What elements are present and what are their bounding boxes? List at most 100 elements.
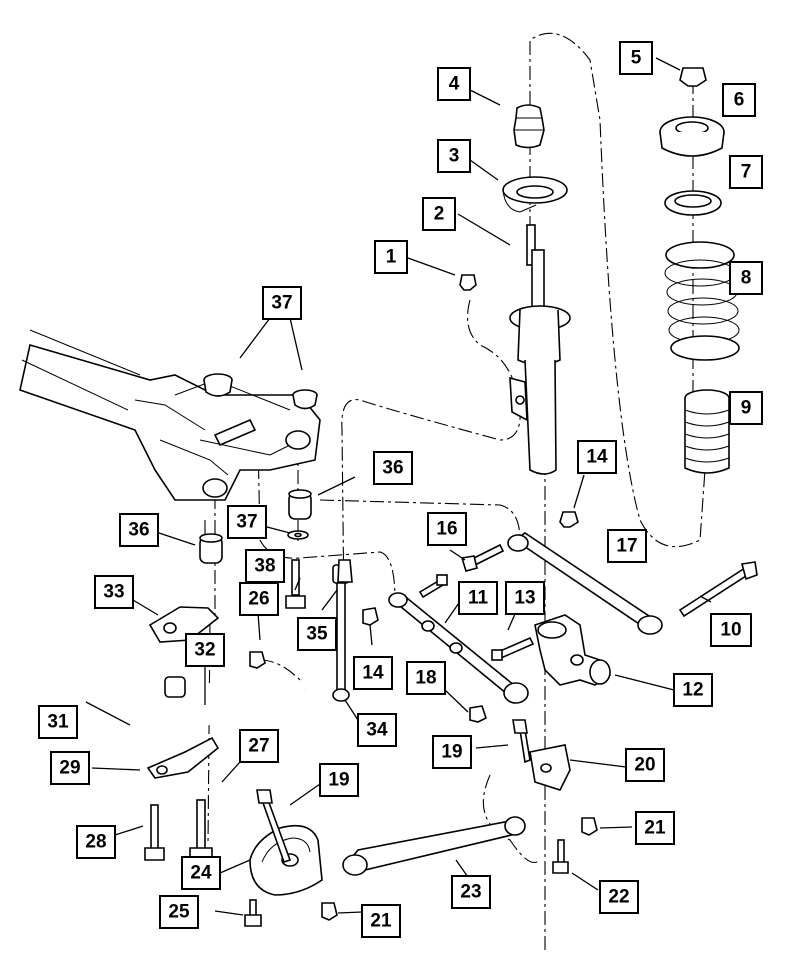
callout-32: 32 bbox=[185, 633, 225, 667]
bolt-13 bbox=[491, 636, 535, 661]
callout-10-label: 10 bbox=[720, 620, 741, 641]
callout-5-label: 5 bbox=[631, 48, 642, 69]
bolt-38 bbox=[285, 559, 306, 609]
callout-7: 7 bbox=[729, 155, 763, 189]
callout-36-right: 36 bbox=[373, 451, 413, 485]
callout-13: 13 bbox=[505, 581, 545, 615]
callout-5: 5 bbox=[619, 41, 653, 75]
callout-14-lower: 14 bbox=[353, 656, 393, 690]
isolator-bushing-left bbox=[199, 533, 223, 564]
callout-6: 6 bbox=[722, 83, 756, 117]
nut-1 bbox=[459, 274, 477, 291]
callout-29: 29 bbox=[50, 751, 90, 785]
spring-seat-3 bbox=[502, 176, 568, 213]
leader-lines bbox=[85, 57, 712, 916]
callout-2: 2 bbox=[422, 197, 456, 231]
nut-5 bbox=[679, 67, 707, 87]
callout-34: 34 bbox=[357, 713, 397, 747]
callout-21-left: 21 bbox=[361, 904, 401, 938]
callout-28-label: 28 bbox=[85, 832, 106, 853]
callout-25-label: 25 bbox=[168, 902, 190, 923]
callout-16-label: 16 bbox=[436, 519, 457, 540]
trailing-arm-bracket-20 bbox=[529, 744, 571, 791]
isolator-bushing-right bbox=[288, 489, 312, 520]
callout-37-top-label: 37 bbox=[271, 293, 292, 314]
front-lateral-link-11 bbox=[388, 592, 529, 704]
callout-20: 20 bbox=[625, 748, 665, 782]
callout-9-label: 9 bbox=[741, 398, 752, 419]
callout-26: 26 bbox=[239, 582, 279, 616]
callout-8-label: 8 bbox=[741, 268, 752, 289]
callout-19-upper: 19 bbox=[432, 735, 472, 769]
bracket-33 bbox=[148, 606, 220, 643]
nut-21-left bbox=[321, 902, 338, 921]
callout-8: 8 bbox=[729, 261, 763, 295]
isolator-7 bbox=[664, 190, 722, 216]
callout-20-label: 20 bbox=[634, 755, 655, 776]
bushing-upper-right bbox=[292, 389, 318, 410]
callout-11: 11 bbox=[458, 581, 498, 615]
callout-38: 38 bbox=[245, 549, 285, 583]
callout-37-lower: 37 bbox=[227, 505, 267, 539]
bolt-22 bbox=[552, 839, 569, 874]
callout-12: 12 bbox=[673, 673, 713, 707]
callout-2-label: 2 bbox=[434, 204, 445, 225]
callout-33-label: 33 bbox=[103, 582, 124, 603]
callout-1: 1 bbox=[374, 240, 408, 274]
callout-19-lower: 19 bbox=[319, 763, 359, 797]
callout-35-label: 35 bbox=[306, 624, 328, 645]
callout-10: 10 bbox=[710, 613, 752, 647]
callout-14-upper: 14 bbox=[577, 440, 617, 474]
callout-25: 25 bbox=[159, 895, 199, 929]
callout-14-lower-label: 14 bbox=[362, 663, 384, 684]
jounce-bumper-4 bbox=[513, 104, 545, 149]
callout-27: 27 bbox=[239, 729, 279, 763]
callout-4-label: 4 bbox=[449, 74, 460, 95]
callout-4: 4 bbox=[437, 67, 471, 101]
callout-18-label: 18 bbox=[415, 668, 436, 689]
callout-14-upper-label: 14 bbox=[586, 447, 608, 468]
callout-13-label: 13 bbox=[514, 588, 535, 609]
callout-28: 28 bbox=[76, 825, 116, 859]
washer-37 bbox=[287, 530, 309, 540]
callout-36-right-label: 36 bbox=[382, 458, 403, 479]
callout-6-label: 6 bbox=[734, 90, 745, 111]
callout-34-label: 34 bbox=[366, 720, 388, 741]
callout-1-label: 1 bbox=[386, 247, 397, 268]
callout-12-label: 12 bbox=[682, 680, 703, 701]
bolt-16-lower bbox=[418, 574, 448, 599]
coil-spring-8 bbox=[664, 241, 740, 361]
callout-36-left-label: 36 bbox=[128, 520, 149, 541]
callout-38-label: 38 bbox=[254, 556, 275, 577]
callout-36-left: 36 bbox=[119, 513, 159, 547]
callout-37-lower-label: 37 bbox=[236, 512, 257, 533]
stabilizer-bar-31 bbox=[54, 670, 306, 744]
strut-assembly bbox=[509, 224, 571, 475]
callout-24: 24 bbox=[181, 856, 221, 890]
nut-21-right bbox=[581, 817, 598, 836]
callout-19-upper-label: 19 bbox=[441, 742, 462, 763]
callout-31-label: 31 bbox=[47, 712, 69, 733]
bolt-28 bbox=[144, 804, 165, 861]
bolt-10 bbox=[678, 561, 758, 618]
knuckle-12 bbox=[534, 614, 612, 686]
callout-17-label: 17 bbox=[616, 536, 637, 557]
bolt-19-lower bbox=[256, 789, 292, 864]
bracket-29 bbox=[146, 736, 220, 779]
nut-26 bbox=[249, 651, 266, 669]
callout-37-top: 37 bbox=[262, 286, 302, 320]
nut-14-lower bbox=[362, 607, 379, 626]
rear-crossmember bbox=[19, 329, 321, 501]
bolt-27 bbox=[189, 799, 213, 863]
callout-16: 16 bbox=[427, 512, 467, 546]
nut-18 bbox=[469, 705, 487, 723]
callout-17: 17 bbox=[607, 529, 647, 563]
bolt-16 bbox=[460, 543, 505, 572]
callout-33: 33 bbox=[94, 575, 134, 609]
callout-23: 23 bbox=[451, 875, 491, 909]
link-35 bbox=[337, 559, 353, 583]
dust-boot-9 bbox=[684, 389, 730, 474]
bushing-upper-left bbox=[203, 373, 233, 397]
callout-11-label: 11 bbox=[468, 588, 489, 609]
